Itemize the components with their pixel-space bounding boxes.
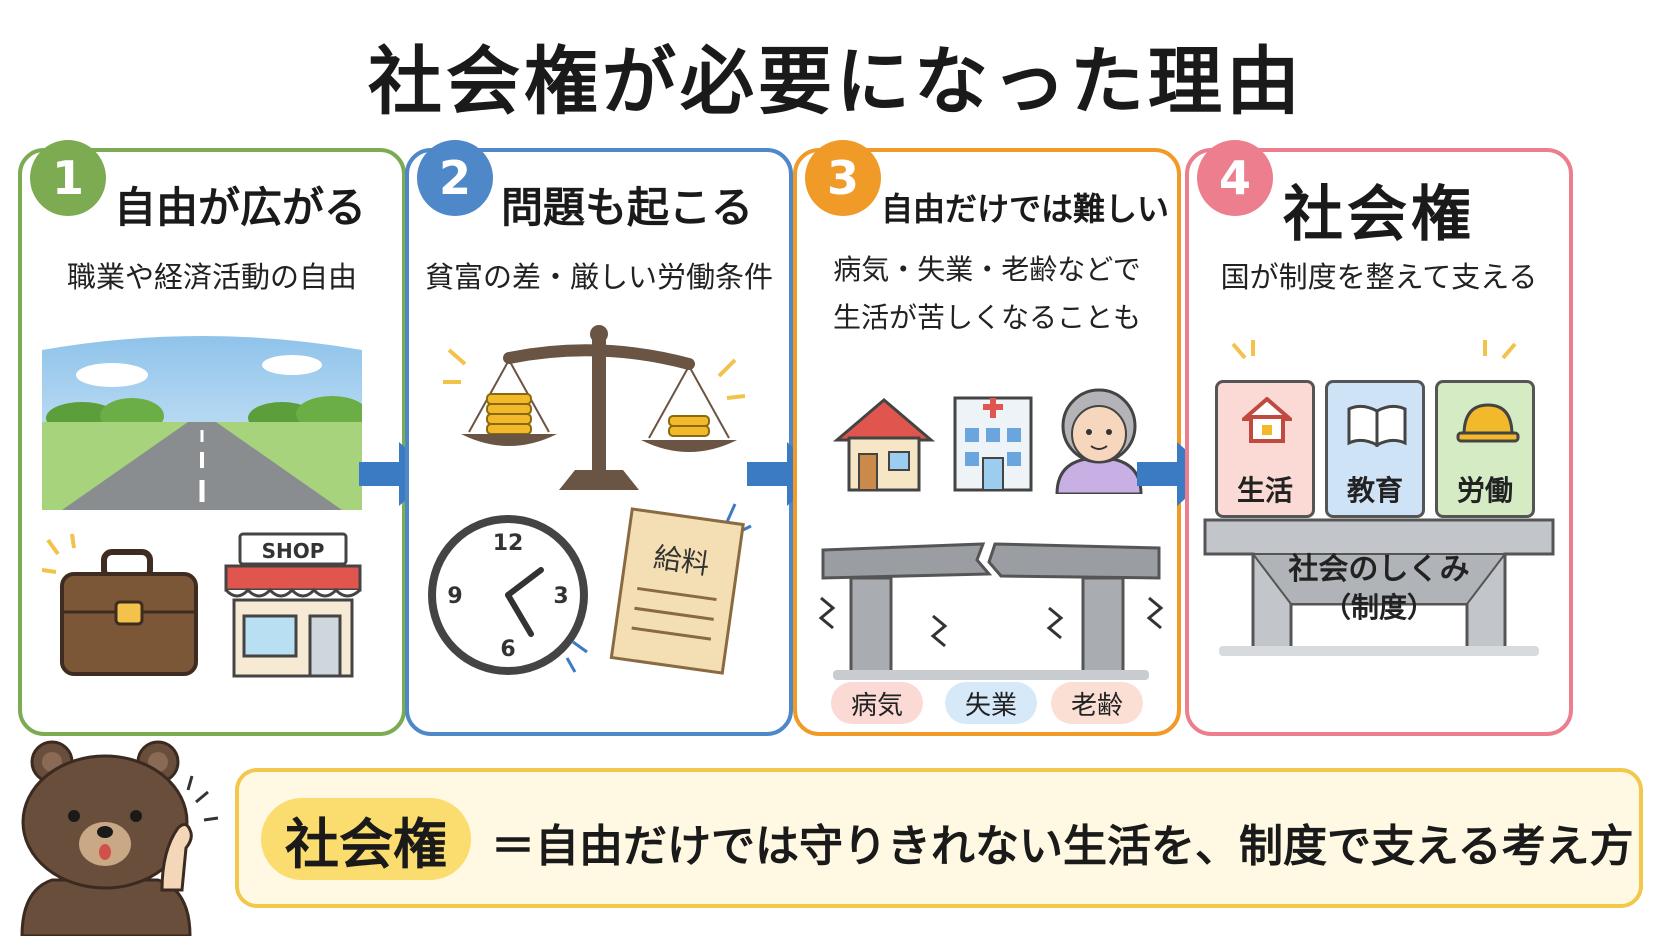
pillar-labor: 労働 [1435,380,1535,518]
bear-mascot-icon [20,740,219,936]
salary-label: 給料 [651,541,711,581]
clock-label-6: 6 [500,637,515,662]
step-title-3: 自由だけでは難しい [881,190,1170,228]
step-subtitle-1: 職業や経済活動の自由 [66,260,357,294]
clock-label-9: 9 [447,584,462,609]
page-title: 社会権が必要になった理由 [368,39,1304,125]
risk-pill-unemployment: 失業 [945,682,1037,724]
salary-paper-icon: 給料 [609,503,752,675]
step-title-4: 社会権 [1283,180,1475,250]
system-base-label-line2: （制度） [1322,591,1435,624]
shop-sign-text: SHOP [262,539,325,563]
risk-pill-old-age: 老齢 [1051,682,1143,724]
hard-hat-icon [1456,403,1520,443]
sparkle-left-icon [1231,340,1255,360]
house-small-icon [1242,397,1292,443]
step-subtitle-3-line2: 生活が苦しくなることも [832,301,1141,334]
shop-icon: SHOP [224,532,362,678]
step-card-1: 1 自由が広がる 職業や経済活動の自由 SHOP [18,140,406,736]
pillar-life-label: 生活 [1236,474,1293,507]
house-icon [832,398,936,492]
step-number-3: 3 [805,140,881,216]
step-number-2: 2 [417,140,493,216]
summary-box: 社会権 ＝自由だけでは守りきれない生活を、制度で支える考え方 [235,768,1643,908]
clock-label-12: 12 [493,531,524,556]
pillar-life: 生活 [1215,380,1315,518]
step-subtitle-2: 貧富の差・厳しい労働条件 [424,260,773,294]
step-number-1: 1 [30,140,106,216]
road-illustration [42,336,362,510]
pillar-education-label: 教育 [1346,474,1403,507]
step-card-4: 4 社会権 国が制度を整えて支える 生活 教育 労働 社会 [1185,140,1573,736]
clock-icon: 12 3 6 9 [428,515,588,675]
pillar-labor-label: 労働 [1456,474,1513,507]
book-icon [1347,404,1407,447]
summary-key: 社会権 [261,798,471,880]
step-subtitle-4: 国が制度を整えて支える [1220,260,1538,294]
step-number-4: 4 [1197,140,1273,216]
step-title-1: 自由が広がる [114,183,367,232]
broken-bench-illustration [818,542,1164,680]
step-card-3: 3 自由だけでは難しい 病気・失業・老齢などで 生活が苦しくなることも 病気 失… [793,140,1181,736]
step-card-2: 2 問題も起こる 貧富の差・厳しい労働条件 12 3 6 9 [405,140,793,736]
step-title-2: 問題も起こる [501,183,754,232]
pillar-education: 教育 [1325,380,1425,518]
balance-scale-icon [443,325,746,490]
clock-label-3: 3 [553,584,568,609]
system-base-label-line1: 社会のしくみ [1288,552,1470,587]
hospital-icon [953,396,1033,492]
summary-text: ＝自由だけでは守りきれない生活を、制度で支える考え方 [491,821,1634,872]
elderly-person-icon [1055,388,1143,494]
briefcase-icon [42,533,198,676]
risk-pill-illness: 病気 [831,682,923,724]
system-base-illustration [1203,518,1555,656]
sparkle-right-icon [1483,340,1517,360]
step-subtitle-3-line1: 病気・失業・老齢などで [833,253,1141,286]
